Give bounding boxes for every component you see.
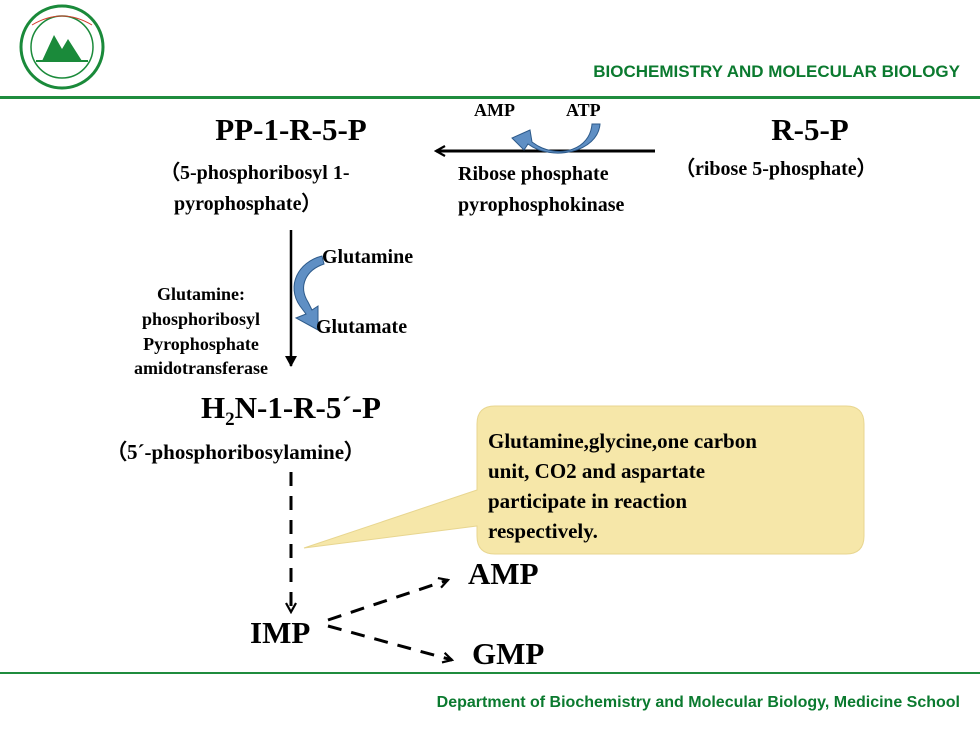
prpp-abbr: PP-1-R-5-P	[215, 112, 367, 147]
footer-text: Department of Biochemistry and Molecular…	[436, 694, 960, 711]
step2-product-out: Glutamate	[316, 316, 408, 338]
imp-label: IMP	[250, 615, 311, 650]
prpp-name-line1: （5-phosphoribosyl 1-	[160, 162, 350, 184]
r5p-name: （ribose 5-phosphate）	[675, 158, 877, 180]
step1-cofactor-out: AMP	[474, 100, 515, 120]
step1-enzyme-line1: Ribose phosphate	[458, 163, 609, 185]
step1-cofactor-curve-icon	[511, 123, 601, 154]
dashed-arrow-to-gmp	[327, 624, 452, 660]
header-rule	[0, 96, 980, 99]
gmp-label: GMP	[472, 636, 545, 671]
callout-line4: respectively.	[488, 519, 598, 543]
step2-substrate-in: Glutamine	[322, 246, 414, 268]
step2-enzyme-line3: Pyrophosphate	[143, 334, 259, 354]
callout-text: Glutamine,glycine,one carbon unit, CO2 a…	[488, 426, 838, 546]
step1-cofactor-in: ATP	[566, 100, 601, 120]
amp-label: AMP	[468, 556, 539, 591]
university-seal-icon	[19, 4, 105, 90]
step2-enzyme-line4: amidotransferase	[134, 358, 268, 378]
callout-line1: Glutamine,glycine,one carbon	[488, 429, 757, 453]
footer-rule	[0, 672, 980, 674]
pra-abbr-sub: 2	[225, 409, 235, 431]
pra-abbr-rest: N-1-R-5´-P	[234, 390, 381, 425]
step2-enzyme-line2: phosphoribosyl	[141, 309, 261, 329]
callout-line2: unit, CO2 and aspartate	[488, 459, 706, 483]
step2-enzyme-line1: Glutamine:	[157, 284, 245, 304]
header-title: BIOCHEMISTRY AND MOLECULAR BIOLOGY	[593, 62, 960, 81]
pra-abbr-h: H	[201, 390, 226, 425]
dashed-arrow-to-amp	[327, 580, 448, 622]
callout-bubble	[303, 405, 865, 555]
prpp-name-line2: pyrophosphate）	[174, 193, 322, 215]
callout-line3: participate in reaction	[488, 489, 688, 513]
step2-cofactor-curve-icon	[293, 255, 325, 331]
step1-enzyme-line2: pyrophosphokinase	[458, 194, 625, 216]
r5p-abbr: R-5-P	[771, 112, 849, 147]
pra-name: （5´-phosphoribosylamine）	[106, 440, 366, 464]
pra-abbr: H2N-1-R-5´-P	[146, 390, 436, 431]
